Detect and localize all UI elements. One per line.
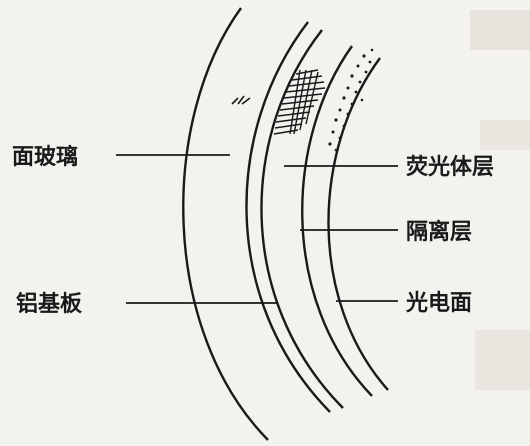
aluminum-substrate-label: 铝基板: [16, 291, 83, 317]
isolation-layer-arc-inner: [327, 57, 389, 391]
phosphor-hatch: [273, 69, 326, 135]
aluminum-substrate-arc-inner: [260, 29, 344, 409]
isolation-layer-label: 隔离层: [406, 219, 472, 245]
aluminum-substrate-arc-outer: [245, 21, 331, 413]
face-glass-arc: [182, 7, 269, 441]
isolation-dots: [328, 48, 374, 152]
face-glass-label: 面玻璃: [12, 144, 78, 170]
photocathode-label: 光电面: [405, 291, 472, 316]
glass-scratch-mark: [231, 95, 251, 105]
phosphor-layer-label: 荧光体层: [406, 155, 494, 180]
isolation-layer-arc-outer: [301, 45, 373, 397]
background-smudges: [470, 10, 530, 390]
